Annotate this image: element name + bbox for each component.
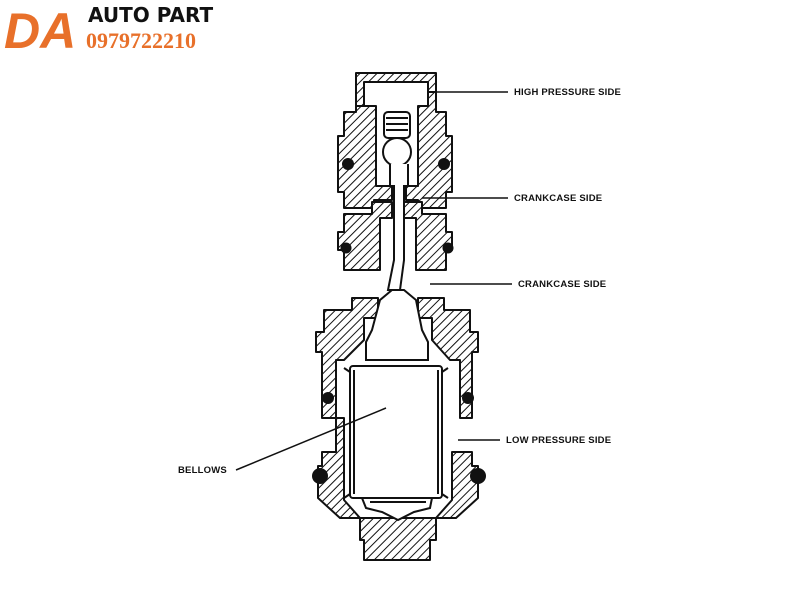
bellows-assembly [343, 289, 449, 522]
label-crankcase-side-upper: CRANKCASE SIDE [514, 193, 602, 204]
o-ring [312, 468, 328, 484]
bellows-cup [365, 289, 429, 361]
lower-shoulder-right [417, 297, 479, 419]
bellows [349, 365, 443, 499]
brand-logo: DA AUTO PART 0979722210 [4, 3, 214, 59]
check-valve [382, 111, 412, 291]
label-high-pressure-side: HIGH PRESSURE SIDE [514, 87, 621, 98]
lower-housing-right [403, 201, 453, 271]
upper-housing-left [337, 105, 393, 209]
lower-wall-right [435, 451, 479, 519]
lower-wall-left [317, 417, 361, 519]
upper-housing-right [405, 91, 453, 209]
bellows-base [360, 497, 434, 522]
leader-lines [235, 91, 512, 471]
logo-name: AUTO PART [88, 3, 214, 27]
upper-housing [337, 72, 453, 271]
callout-labels: HIGH PRESSURE SIDE CRANKCASE SIDE CRANKC… [178, 87, 621, 476]
lower-housing-left [337, 201, 393, 271]
label-low-pressure-side: LOW PRESSURE SIDE [506, 435, 611, 446]
o-ring [438, 158, 450, 170]
lower-o-rings [312, 392, 486, 484]
o-ring [340, 242, 352, 254]
o-ring [462, 392, 474, 404]
bottom-fitting [359, 517, 437, 561]
upper-o-rings [340, 158, 454, 254]
check-ball [382, 137, 412, 167]
lower-body [315, 297, 479, 561]
top-cap [355, 72, 437, 107]
logo-monogram: DA [4, 3, 76, 59]
o-ring [342, 158, 354, 170]
leader-bellows [235, 407, 387, 471]
label-crankcase-side-lower: CRANKCASE SIDE [518, 279, 606, 290]
o-ring [322, 392, 334, 404]
lower-shoulder-left [315, 297, 379, 419]
o-ring [470, 468, 486, 484]
o-ring [442, 242, 454, 254]
label-bellows: BELLOWS [178, 465, 227, 476]
logo-phone: 0979722210 [86, 28, 196, 53]
